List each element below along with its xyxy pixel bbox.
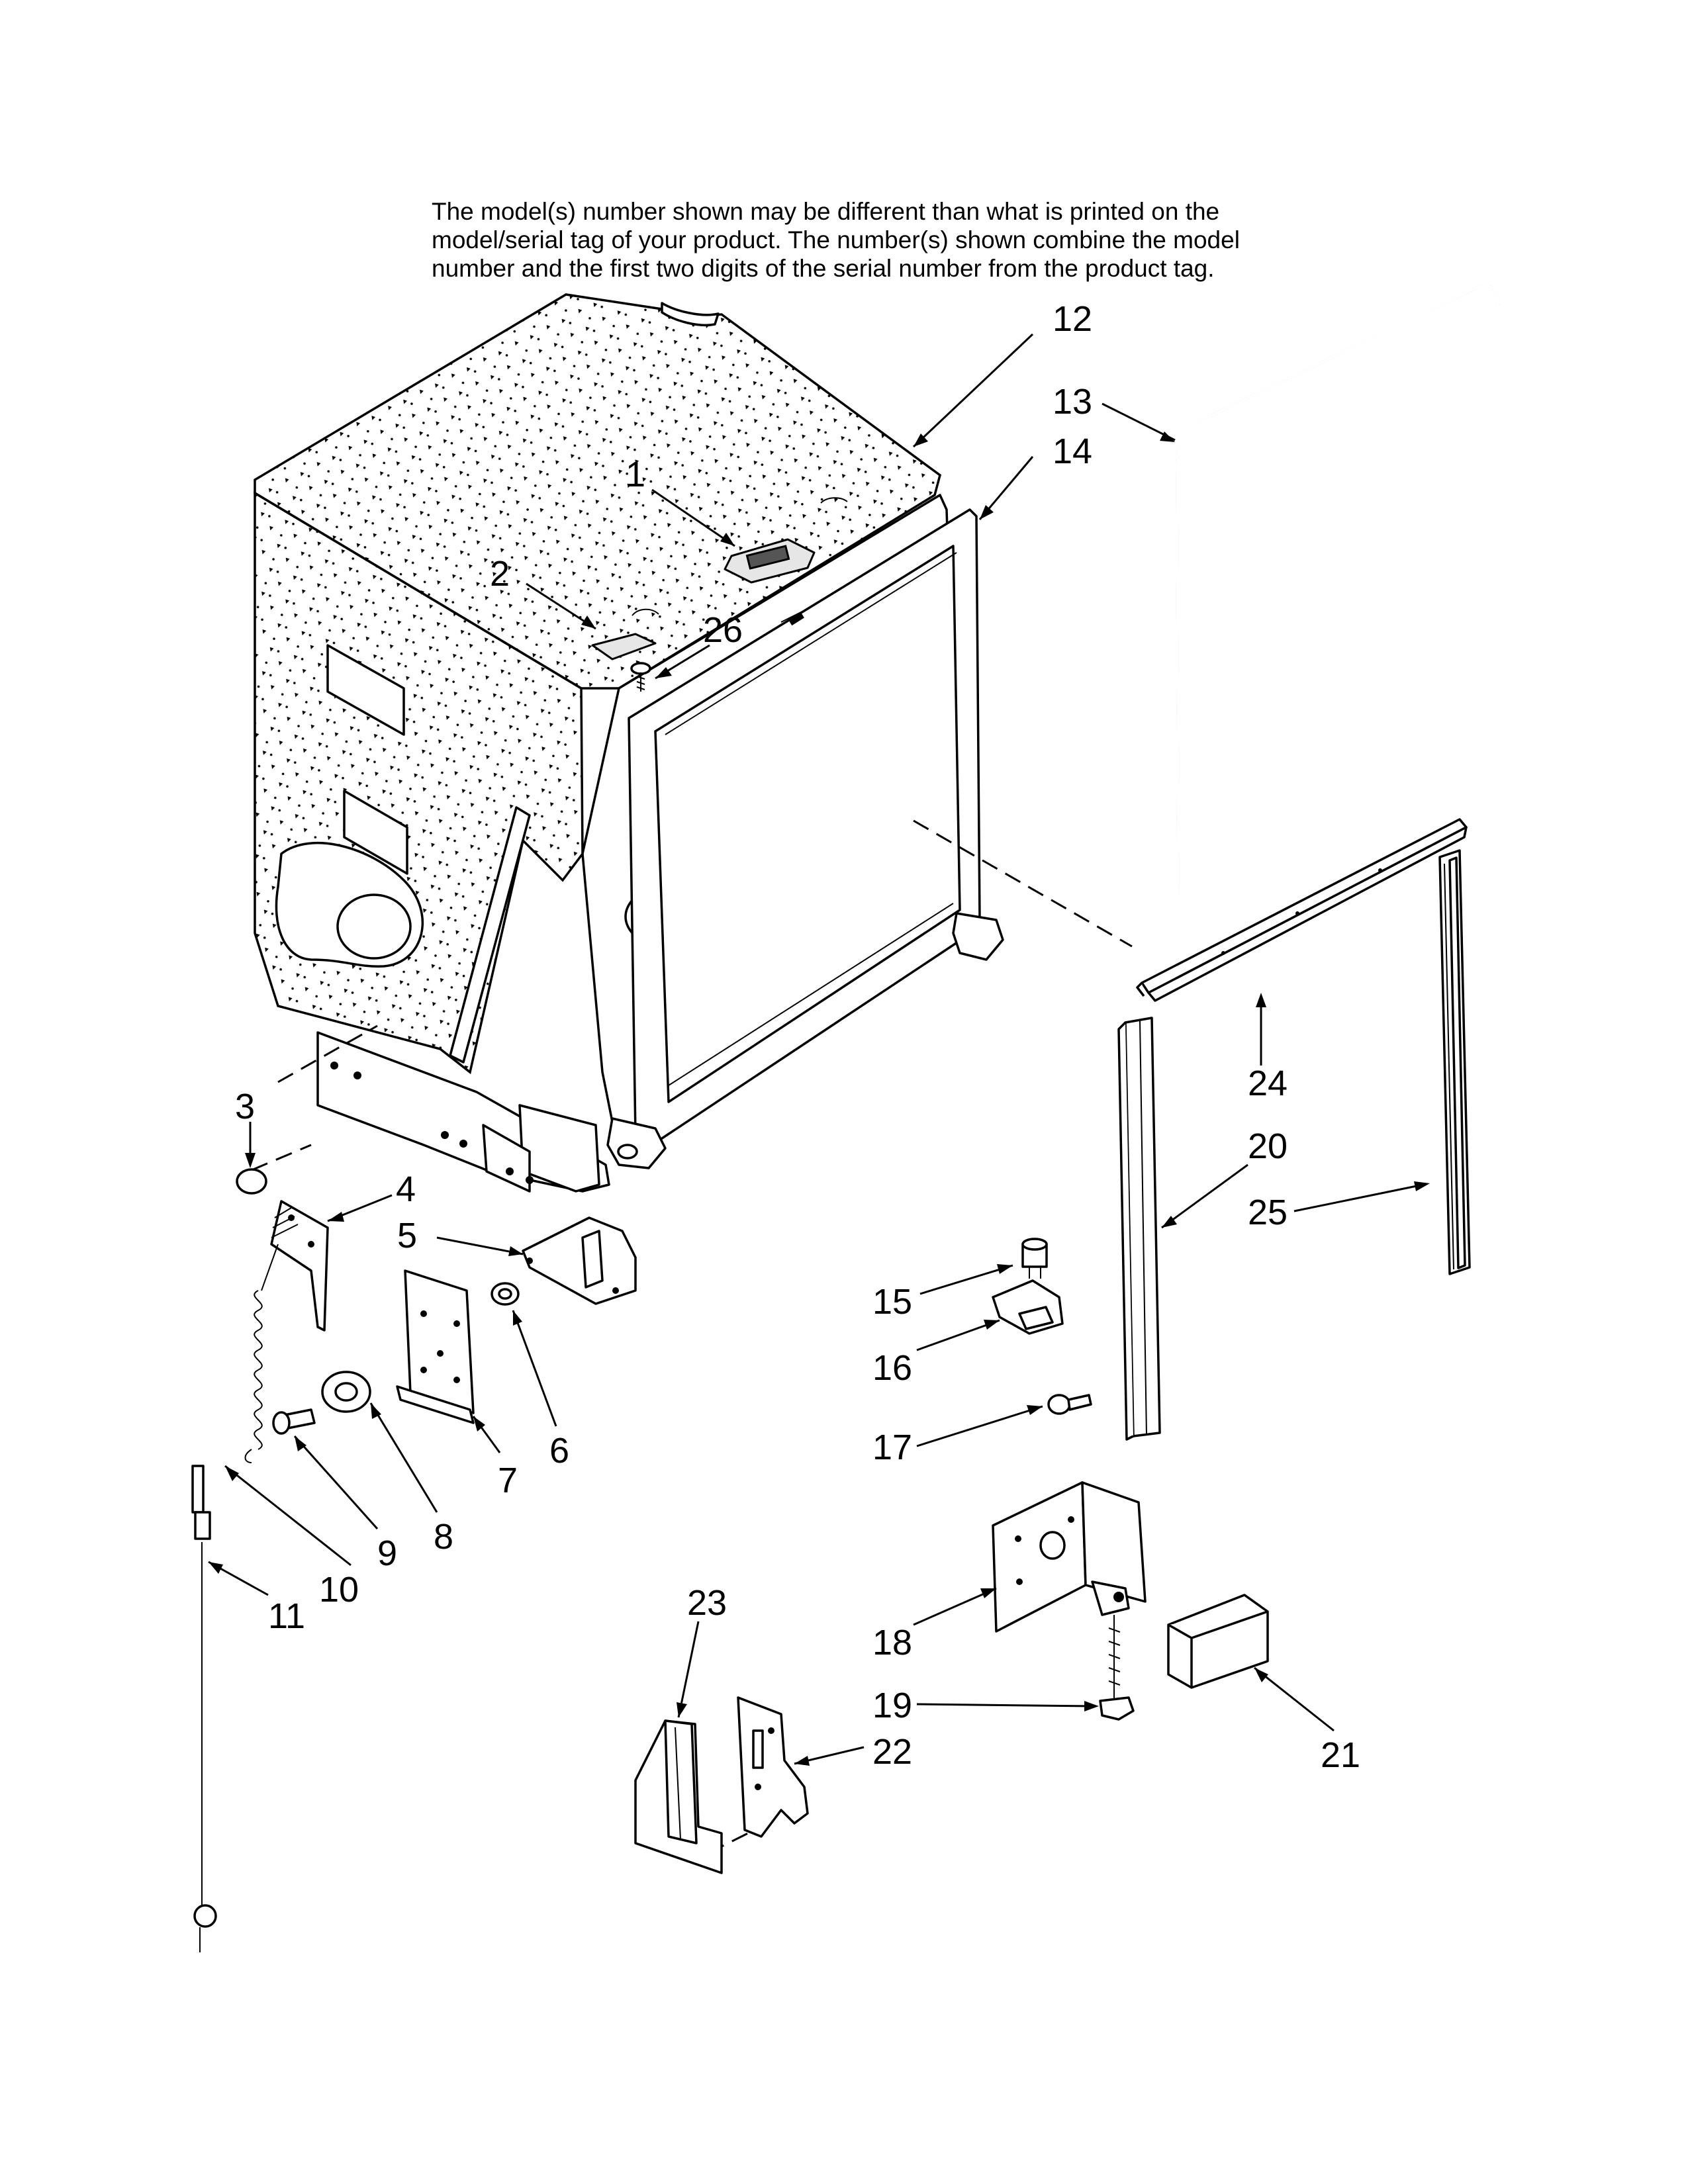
callout-1: 1 <box>626 455 645 494</box>
part-15-button <box>1021 1238 1048 1279</box>
callout-12: 12 <box>1053 299 1092 339</box>
header-note-line-3: number and the first two digits of the s… <box>432 255 1215 282</box>
part-19-leveling-screw <box>1099 1615 1135 1721</box>
callout-17: 17 <box>872 1428 912 1467</box>
callout-26: 26 <box>703 610 743 650</box>
part-17-screw <box>1047 1394 1092 1415</box>
part-16-clip <box>992 1279 1064 1335</box>
callout-20: 20 <box>1248 1126 1288 1166</box>
callout-16: 16 <box>872 1348 912 1388</box>
header-note: The model(s) number shown may be differe… <box>432 197 1319 283</box>
tub-assembly <box>251 293 1133 1193</box>
callout-13: 13 <box>1053 382 1092 422</box>
header-note-line-2: model/serial tag of your product. The nu… <box>432 226 1240 253</box>
part-9-pin <box>272 1408 316 1435</box>
callout-9: 9 <box>377 1533 397 1573</box>
callout-15: 15 <box>872 1282 912 1322</box>
part-25-side-trim <box>1438 849 1471 1275</box>
callout-21: 21 <box>1321 1735 1360 1775</box>
part-18-bracket <box>992 1481 1147 1633</box>
header-note-line-1: The model(s) number shown may be differe… <box>432 198 1220 225</box>
callout-23: 23 <box>687 1583 727 1623</box>
callout-11: 11 <box>268 1596 305 1636</box>
callout-19: 19 <box>872 1686 912 1725</box>
callout-5: 5 <box>397 1216 417 1255</box>
part-7-plate <box>396 1269 475 1424</box>
part-8-wheel <box>321 1371 371 1413</box>
part-20-side-trim <box>1117 1017 1161 1441</box>
part-21-cover <box>1167 1594 1269 1689</box>
callout-3: 3 <box>235 1087 255 1126</box>
callout-14: 14 <box>1053 432 1092 471</box>
leader-lines <box>208 333 1430 1766</box>
callout-labels: 1 2 3 4 5 6 7 8 9 10 11 12 13 14 15 16 1… <box>235 299 1360 1775</box>
part-5-bracket <box>522 1216 637 1305</box>
part-4-hinge <box>270 1200 329 1332</box>
part-10-spring <box>244 1244 279 1463</box>
callout-8: 8 <box>434 1517 453 1557</box>
part-3-plug <box>236 1168 267 1195</box>
part-26-screw <box>630 662 651 692</box>
callout-24: 24 <box>1248 1064 1288 1103</box>
callout-2: 2 <box>490 554 510 594</box>
callout-25: 25 <box>1248 1193 1288 1232</box>
callout-10: 10 <box>319 1570 359 1610</box>
part-23-panel <box>634 1719 723 1874</box>
callout-22: 22 <box>872 1732 912 1772</box>
part-2-bracket <box>591 633 657 660</box>
part-6-nut <box>491 1282 520 1306</box>
part-11-cable <box>191 1465 217 1952</box>
callout-18: 18 <box>872 1623 912 1662</box>
part-13-door-seal <box>1175 284 1499 901</box>
callout-6: 6 <box>549 1431 569 1471</box>
part-22-bracket <box>708 1696 809 1854</box>
callout-4: 4 <box>396 1169 416 1209</box>
part-24-trim-strip <box>1136 818 1468 1002</box>
callout-7: 7 <box>498 1461 518 1500</box>
